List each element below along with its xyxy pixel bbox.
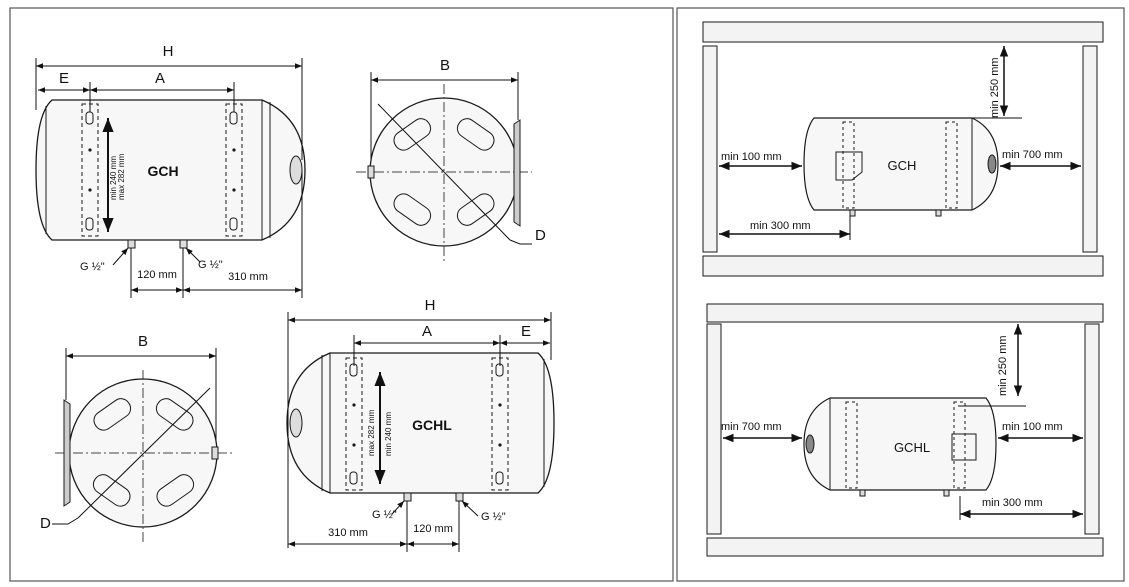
gch-dim-a: A [155, 70, 165, 87]
gchl-side-view [52, 348, 232, 545]
gch-install-clear-left: min 100 mm [721, 151, 782, 163]
gch-bracket-range-2: max 282 mm [117, 153, 126, 200]
gchl-dim-a: A [422, 323, 432, 340]
gch-side-view [356, 72, 532, 264]
gchl-install-clear-bottom: min 300 mm [982, 497, 1043, 509]
gchl-bracket-range-1: max 282 mm [367, 409, 376, 456]
gchl-pipe-right-label: G ½" [481, 511, 506, 523]
gchl-install-view [706, 303, 1104, 557]
right-frame [676, 7, 1125, 582]
gchl-install-model: GCHL [894, 440, 930, 455]
gch-pipe-spacing: 120 mm [137, 269, 177, 281]
gchl-pipe-left-label: G ½" [372, 509, 397, 521]
gch-dim-h: H [163, 43, 174, 60]
gch-front-view [35, 58, 306, 298]
gchl-pipe-offset: 310 mm [328, 527, 368, 539]
left-frame [9, 7, 674, 582]
gchl-side-dim-b: B [138, 333, 148, 350]
gchl-front-view [286, 312, 555, 552]
gch-bracket-range-1: min 240 mm [109, 156, 118, 200]
gch-side-dim-b: B [440, 57, 450, 74]
gchl-install-clear-left: min 700 mm [721, 421, 782, 433]
gchl-install-clear-right: min 100 mm [1002, 421, 1063, 433]
gch-install-view [702, 21, 1104, 277]
gchl-dim-h: H [425, 297, 436, 314]
gch-pipe-offset: 310 mm [228, 271, 268, 283]
gch-pipe-left-label: G ½" [80, 261, 105, 273]
gch-install-clear-bottom: min 300 mm [750, 220, 811, 232]
gch-model-label: GCH [147, 163, 178, 179]
gchl-pipe-spacing: 120 mm [413, 523, 453, 535]
gch-install-model: GCH [888, 158, 917, 173]
gchl-install-clear-top: min 250 mm [997, 335, 1009, 396]
gchl-model-label: GCHL [412, 417, 452, 433]
gch-side-dim-d: D [535, 227, 546, 244]
gch-dim-e: E [59, 70, 69, 87]
gch-install-clear-right: min 700 mm [1002, 149, 1063, 161]
gch-install-clear-top: min 250 mm [989, 57, 1001, 118]
gchl-dim-e: E [521, 323, 531, 340]
gchl-bracket-range-2: min 240 mm [384, 412, 393, 456]
gch-pipe-right-label: G ½" [198, 259, 223, 271]
gchl-side-dim-d: D [40, 515, 51, 532]
